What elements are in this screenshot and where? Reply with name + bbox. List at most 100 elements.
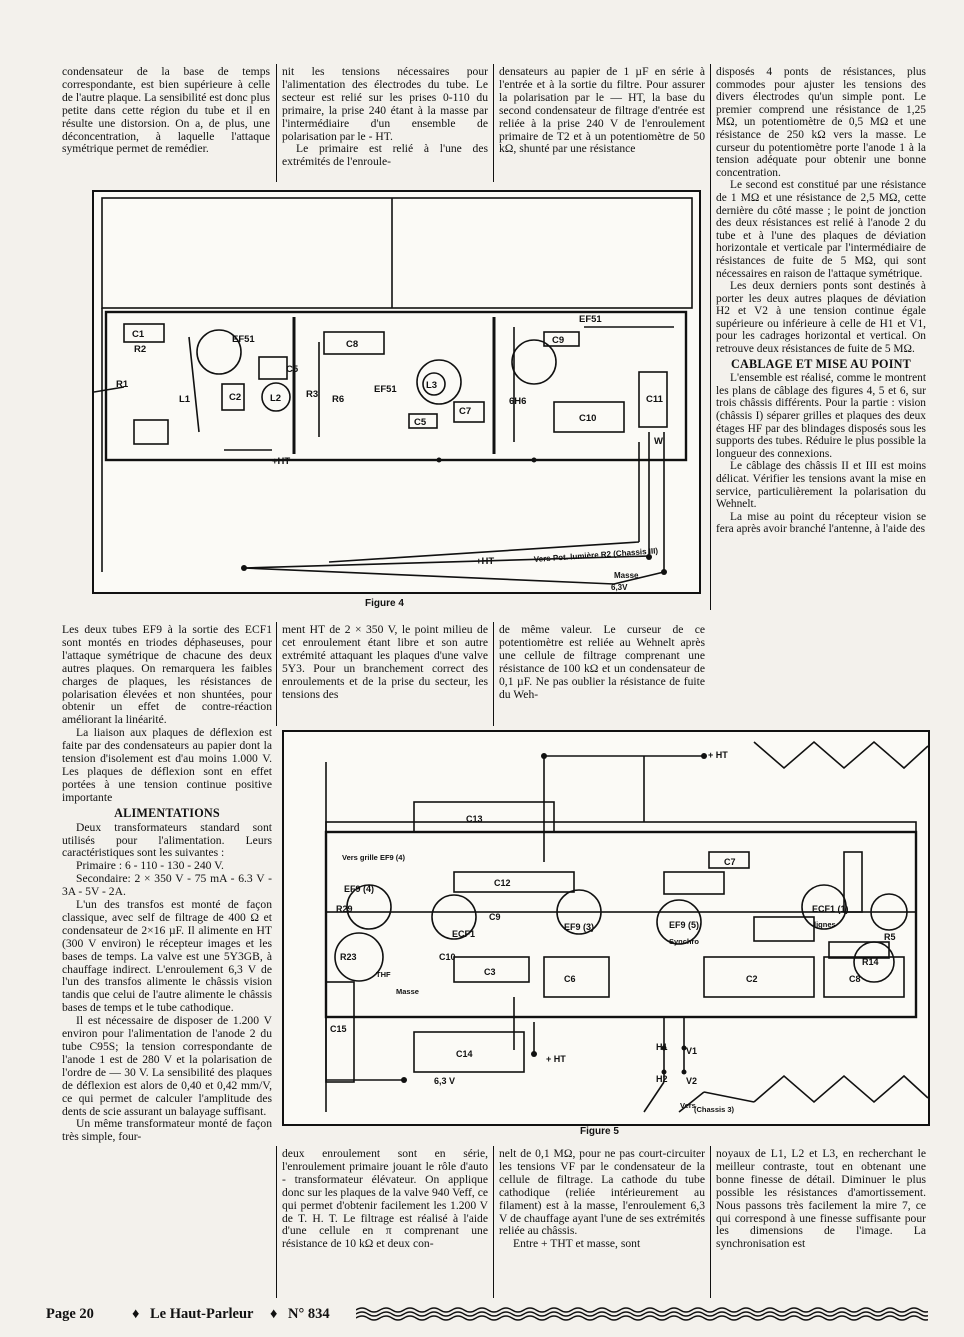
paragraph: de même valeur. Le curseur de ce potenti… xyxy=(499,623,705,701)
label-h2: H2 xyxy=(656,1074,668,1084)
label-thf: THF xyxy=(376,970,391,979)
label-ht: +HT xyxy=(272,456,290,467)
section-heading: ALIMENTATIONS xyxy=(114,805,220,820)
label-c12: C12 xyxy=(494,878,511,888)
issue-number: N° 834 xyxy=(288,1306,330,1322)
label-r5: R5 xyxy=(884,932,896,942)
column-rule xyxy=(493,1146,494,1298)
page-footer: Page 20 ♦ Le Haut-Parleur ♦ N° 834 xyxy=(46,1306,926,1328)
label-v2: V2 xyxy=(686,1076,697,1086)
paragraph: Entre + THT et masse, sont xyxy=(513,1237,641,1251)
paragraph: noyaux de L1, L2 et L3, en recherchant l… xyxy=(716,1147,926,1251)
paragraph: La liaison aux plaques de déflexion est … xyxy=(62,726,272,804)
paragraph: Le primaire est relié à l'une des extrém… xyxy=(282,142,488,169)
label-c8: C8 xyxy=(849,974,861,984)
section-heading: CABLAGE ET MISE AU POINT xyxy=(731,356,911,371)
label-c6: C6 xyxy=(564,974,576,984)
paragraph: Les deux tubes EF9 à la sortie des ECF1 … xyxy=(62,623,272,727)
label-r29: R29 xyxy=(336,904,353,914)
label-c5: C5 xyxy=(414,417,427,428)
column-rule xyxy=(710,1146,711,1298)
label-6v3: 6,3 V xyxy=(434,1076,455,1086)
label-c14: C14 xyxy=(456,1049,473,1059)
label-c7: C7 xyxy=(459,406,471,417)
label-masse: Masse xyxy=(614,571,639,580)
label-c5: C5 xyxy=(286,364,299,375)
column-3-bottom: nelt de 0,1 MΩ, pour ne pas court-circui… xyxy=(499,1147,705,1251)
paragraph: Le câblage des châssis II et III est moi… xyxy=(716,460,926,511)
column-3-top: densateurs au papier de 1 µF en série à … xyxy=(499,65,705,156)
paragraph: L'un des transfos est monté de façon cla… xyxy=(62,898,272,1015)
paragraph: ment HT de 2 × 350 V, le point milieu de… xyxy=(282,623,488,701)
figure-4: C1 R2 EF51 R1 L1 C2 C5 L2 R3 R6 C8 EF51 … xyxy=(92,190,701,594)
label-r2: R2 xyxy=(134,344,146,355)
label-c13: C13 xyxy=(466,814,483,824)
label-c10: C10 xyxy=(579,413,596,424)
label-c15: C15 xyxy=(330,1024,347,1034)
label-c9: C9 xyxy=(489,912,501,922)
label-ef9: EF9 (3) xyxy=(564,922,594,932)
figure-5-schematic: + HT C13 Vers grille EF9 (4) C12 EF9 (4)… xyxy=(324,740,928,1114)
paragraph: nit les tensions nécessaires pour l'alim… xyxy=(282,65,488,143)
figure-5: + HT C13 Vers grille EF9 (4) C12 EF9 (4)… xyxy=(282,730,930,1126)
label-ecf1: ECF1 (1) xyxy=(812,904,849,914)
page-number: Page 20 xyxy=(46,1306,94,1322)
paragraph: deux enroulement sont en série, l'enroul… xyxy=(282,1147,488,1251)
label-ef9: EF9 (5) xyxy=(669,920,699,930)
journal-name: Le Haut-Parleur xyxy=(150,1306,254,1322)
label-l3: L3 xyxy=(426,380,437,391)
label-c8: C8 xyxy=(346,339,358,350)
paragraph: Un même transformateur monté de façon tr… xyxy=(62,1117,272,1144)
spec-line: Secondaire: 2 × 350 V - 75 mA - 6.3 V - … xyxy=(62,872,272,899)
paragraph: disposés 4 ponts de résistances, plus co… xyxy=(716,66,926,179)
label-ht: +HT xyxy=(476,556,494,567)
column-1-mid: Les deux tubes EF9 à la sortie des ECF1 … xyxy=(62,623,272,1144)
label-c11: C11 xyxy=(646,394,664,405)
figure-4-caption: Figure 4 xyxy=(365,598,404,609)
label-vers-grille: Vers grille EF9 (4) xyxy=(342,853,405,862)
label-ef9: EF9 (4) xyxy=(344,884,374,894)
column-3-mid: de même valeur. Le curseur de ce potenti… xyxy=(499,623,705,701)
figure-4-schematic: C1 R2 EF51 R1 L1 C2 C5 L2 R3 R6 C8 EF51 … xyxy=(94,197,693,592)
column-4: disposés 4 ponts de résistances, plus co… xyxy=(716,66,926,536)
label-ecf1: ECF1 xyxy=(452,929,475,939)
column-rule xyxy=(276,64,277,182)
label-c2: C2 xyxy=(229,392,241,403)
label-6h6: 6H6 xyxy=(509,396,526,407)
label-r14: R14 xyxy=(862,957,879,967)
footer-wave-ornament xyxy=(356,1307,928,1321)
column-rule xyxy=(493,64,494,182)
paragraph: Les deux derniers ponts sont destinés à … xyxy=(716,280,926,356)
label-pot: Vers Pot. lumière R2 (Chassis III) xyxy=(534,546,659,564)
figure-5-caption: Figure 5 xyxy=(580,1126,619,1137)
label-r23: R23 xyxy=(340,952,357,962)
column-rule xyxy=(710,64,711,610)
label-synchro: Synchro xyxy=(669,937,699,946)
label-c1: C1 xyxy=(132,329,145,340)
spec-line: Primaire : 6 - 110 - 130 - 240 V. xyxy=(76,859,224,873)
paragraph: densateurs au papier de 1 µF en série à … xyxy=(499,65,705,156)
label-6v3: 6,3V xyxy=(611,583,628,592)
paragraph: condensateur de la base de temps corresp… xyxy=(62,65,270,156)
column-2-top: nit les tensions nécessaires pour l'alim… xyxy=(282,65,488,169)
paragraph: Il est nécessaire de disposer de 1.200 V… xyxy=(62,1014,272,1118)
diamond-icon: ♦ xyxy=(132,1306,140,1322)
label-l2: L2 xyxy=(270,393,281,404)
label-chassis: (Chassis 3) xyxy=(694,1105,735,1114)
label-ef51: EF51 xyxy=(232,334,255,345)
paragraph: Deux transformateurs standard sont utili… xyxy=(62,820,272,860)
diamond-icon: ♦ xyxy=(270,1306,278,1322)
label-vers: Vers xyxy=(680,1101,696,1110)
label-ht: + HT xyxy=(546,1054,566,1064)
paragraph: La mise au point du récepteur vision se … xyxy=(716,510,926,536)
column-4-bottom: noyaux de L1, L2 et L3, en recherchant l… xyxy=(716,1147,926,1251)
label-c10: C10 xyxy=(439,952,456,962)
label-r3: R3 xyxy=(306,389,318,400)
label-v1: V1 xyxy=(686,1046,697,1056)
label-r1: R1 xyxy=(116,379,129,390)
label-l1: L1 xyxy=(179,394,191,405)
label-c7: C7 xyxy=(724,857,736,867)
paragraph: Le second est constitué par une résistan… xyxy=(716,179,926,280)
label-ht: + HT xyxy=(708,750,728,760)
label-ef51: EF51 xyxy=(374,384,397,395)
